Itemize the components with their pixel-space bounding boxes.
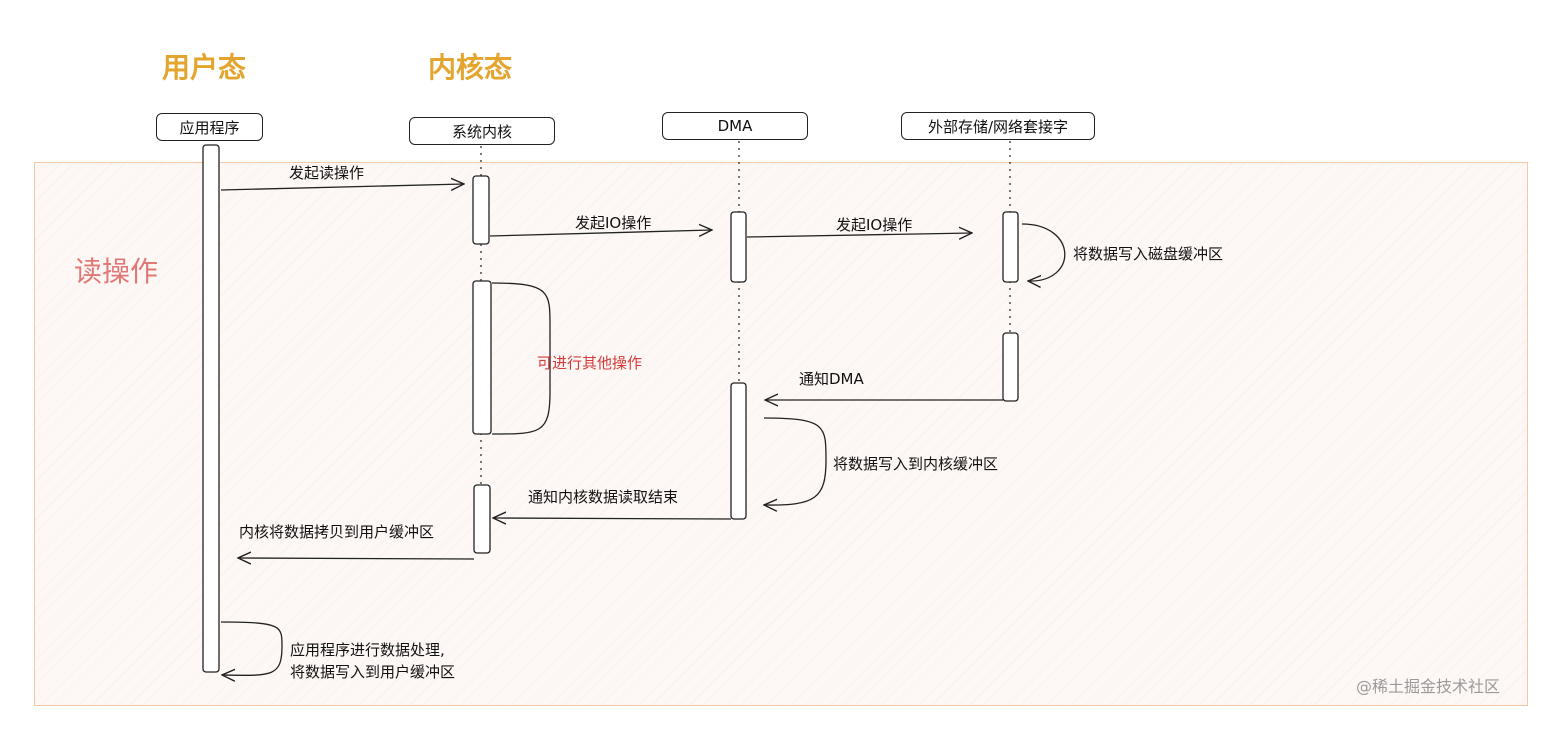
arrow-app-process (221, 621, 283, 675)
message-write-disk-buffer: 将数据写入磁盘缓冲区 (1073, 245, 1224, 263)
read-operation-region (34, 162, 1528, 706)
app-lifeline-box: 应用程序 (156, 113, 263, 141)
dma-activation-bar (730, 211, 747, 283)
message-initiate-io-kernel: 发起IO操作 (575, 214, 652, 232)
dma-lifeline-box: DMA (662, 112, 808, 140)
kernel-activation-bar (472, 175, 490, 245)
kernel-lifeline-box: 系统内核 (409, 117, 555, 145)
kernel-activation-bar (473, 484, 491, 554)
message-initiate-read: 发起读操作 (289, 164, 365, 182)
read-operation-label: 读操作 (74, 255, 159, 288)
arrow-initiate-io-kernel (489, 230, 712, 236)
arrow-write-disk-buffer (1021, 223, 1066, 281)
message-initiate-io-dma: 发起IO操作 (836, 216, 913, 234)
message-app-process-line2: 将数据写入到用户缓冲区 (290, 663, 456, 681)
message-notify-kernel-done: 通知内核数据读取结束 (528, 488, 679, 506)
arrow-initiate-io-dma (746, 233, 972, 237)
storage-activation-bar (1002, 211, 1019, 283)
arrow-write-kernel-buffer (764, 417, 827, 505)
bracket-other-ops (491, 282, 551, 435)
message-write-kernel-buffer: 将数据写入到内核缓冲区 (833, 455, 999, 473)
message-notify-dma: 通知DMA (799, 370, 864, 388)
message-other-ops: 可进行其他操作 (537, 354, 643, 372)
dma-activation-bar (730, 382, 747, 520)
watermark: @稀土掘金技术社区 (1356, 677, 1501, 696)
user-mode-header: 用户态 (162, 51, 247, 84)
arrow-notify-kernel-done (493, 518, 732, 519)
storage-activation-bar (1002, 332, 1019, 402)
message-app-process-line1: 应用程序进行数据处理, (290, 641, 445, 659)
arrow-copy-to-user (238, 558, 475, 559)
arrow-initiate-read (220, 184, 464, 190)
message-copy-to-user: 内核将数据拷贝到用户缓冲区 (239, 523, 435, 541)
kernel-mode-header: 内核态 (428, 51, 513, 84)
kernel-activation-bar (472, 280, 492, 435)
storage-lifeline-box: 外部存储/网络套接字 (901, 112, 1095, 140)
app-activation-bar (202, 144, 220, 673)
